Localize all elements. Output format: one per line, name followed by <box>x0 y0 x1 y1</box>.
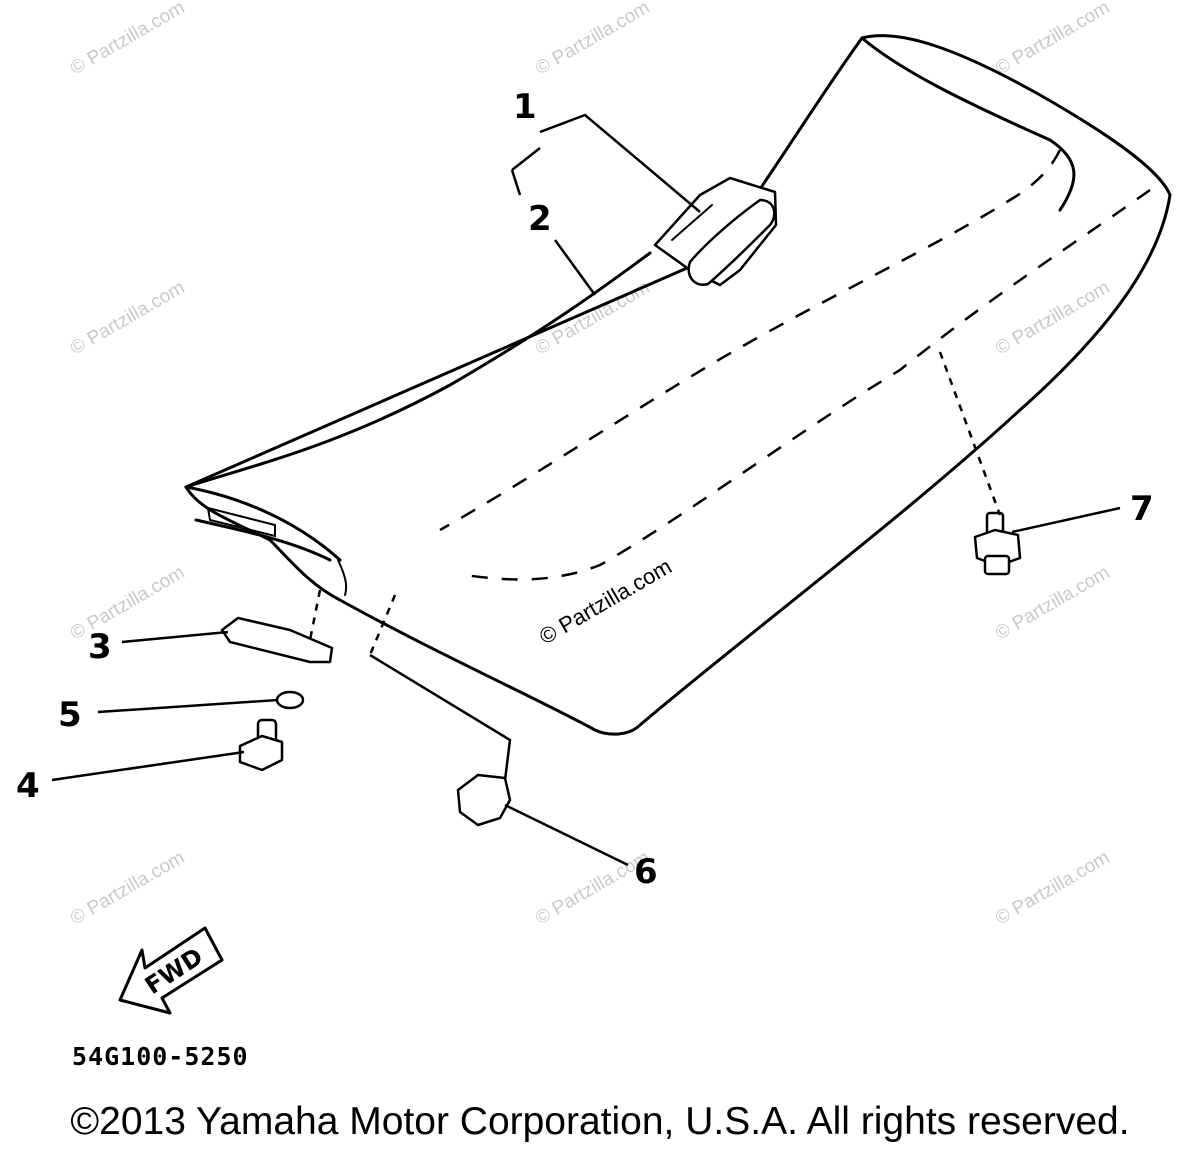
seat-hinge <box>653 176 778 287</box>
watermark: © Partzilla.com <box>67 0 188 79</box>
callout-3: 3 <box>88 627 112 667</box>
assembly-line-6 <box>368 594 397 656</box>
diagram-code: 54G100-5250 <box>72 1042 249 1071</box>
part-7-bolt <box>973 511 1022 576</box>
watermark: © Partzilla.com <box>992 0 1113 79</box>
copyright-notice: ©2013 Yamaha Motor Corporation, U.S.A. A… <box>70 1100 1130 1143</box>
part-4-bolt <box>238 718 284 772</box>
watermark: © Partzilla.com <box>67 847 188 929</box>
callout-6: 6 <box>634 852 658 892</box>
part-3-bracket <box>220 616 334 664</box>
fwd-arrow: FWD <box>118 926 224 1015</box>
seat-drawing <box>184 34 1172 736</box>
watermark: © Partzilla.com <box>67 562 188 644</box>
watermark-center: © Partzilla.com <box>535 554 676 650</box>
callout-5: 5 <box>58 695 82 735</box>
watermark: © Partzilla.com <box>992 277 1113 359</box>
callout-1: 1 <box>513 87 537 127</box>
watermark: © Partzilla.com <box>992 847 1113 929</box>
watermark: © Partzilla.com <box>67 277 188 359</box>
watermark: © Partzilla.com <box>532 0 653 79</box>
callout-4: 4 <box>16 766 40 806</box>
watermark: © Partzilla.com <box>992 562 1113 644</box>
leader-lines <box>51 113 1121 867</box>
part-6-damper <box>456 773 512 827</box>
callout-2: 2 <box>528 199 552 239</box>
assembly-line-7 <box>938 351 1002 516</box>
callout-7: 7 <box>1130 489 1154 529</box>
part-5-washer <box>275 690 305 710</box>
assembly-line-3 <box>308 589 322 641</box>
